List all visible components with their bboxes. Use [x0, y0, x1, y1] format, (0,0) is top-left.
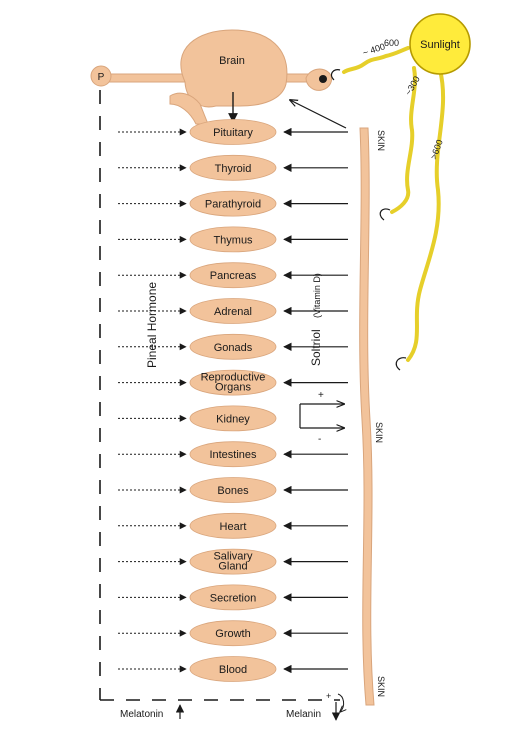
organ-label: Pancreas	[210, 270, 257, 282]
sunlight-label: Sunlight	[420, 39, 460, 51]
organ-oval	[189, 656, 277, 682]
brain	[90, 29, 333, 125]
organ-label: Thymus	[213, 234, 253, 246]
organ-row: Blood	[118, 656, 348, 682]
sunlight-to-eye-arrow	[290, 100, 347, 129]
organ-oval	[189, 512, 277, 539]
organ-oval	[189, 262, 277, 289]
kidney-plus-label: +	[318, 390, 324, 401]
kidney-minus-label: -	[318, 434, 321, 445]
organ-row: Pancreas	[118, 262, 348, 289]
pineal-p-label: P	[98, 72, 105, 83]
skin-strip	[359, 127, 375, 706]
organ-label: Bones	[217, 485, 249, 497]
organ-row: Growth	[118, 620, 348, 647]
organ-oval	[189, 548, 277, 575]
organ-row: Heart	[118, 512, 348, 539]
skin-label-top: SKIN	[376, 130, 386, 151]
melanin-feedback-arrow	[337, 693, 344, 712]
organ-oval	[189, 584, 277, 611]
organ-oval	[189, 226, 277, 253]
organ-rows: PituitaryThyroidParathyroidThymusPancrea…	[118, 119, 348, 682]
organ-row: Secretion	[118, 584, 348, 611]
organ-row: Gonads	[118, 333, 348, 360]
skin-label-middle: SKIN	[374, 422, 384, 443]
organ-label: Thyroid	[215, 163, 252, 175]
brain-label: Brain	[219, 55, 245, 67]
organ-oval	[189, 620, 277, 647]
organ-oval	[189, 405, 277, 432]
melanin-plus-label: +	[326, 691, 331, 701]
wavelength-600: 600	[384, 38, 399, 48]
organ-row: Thymus	[118, 226, 348, 253]
organ-row: Bones	[118, 477, 348, 503]
sunlight-rays	[330, 13, 471, 371]
organ-label: Heart	[220, 521, 247, 533]
ray-300	[390, 66, 417, 214]
organ-row: Pituitary	[118, 119, 348, 145]
eye-pupil	[319, 75, 327, 83]
wavelength-300: ~300	[403, 74, 422, 97]
organ-label: Parathyroid	[205, 199, 261, 211]
ray-600-hook	[395, 357, 407, 371]
ray-600	[406, 68, 446, 362]
organ-row: Thyroid	[118, 154, 348, 181]
organ-label: Pituitary	[213, 127, 253, 139]
organ-oval	[189, 441, 277, 468]
ray-400	[342, 46, 410, 74]
vitamin-d-label: (Vitamin D)	[312, 273, 322, 318]
melanin-label: Melanin	[286, 709, 321, 720]
organ-row: Kidney	[118, 405, 277, 432]
organ-oval	[189, 190, 277, 217]
organ-label: Intestines	[209, 449, 257, 461]
organ-oval	[189, 369, 277, 396]
organ-row: Adrenal	[118, 298, 348, 324]
organ-oval	[189, 298, 277, 324]
brain-shape	[180, 29, 288, 108]
melatonin-label: Melatonin	[120, 709, 163, 720]
skin-label-bottom: SKIN	[376, 676, 386, 697]
wavelength-gt600: >600	[428, 138, 444, 160]
organ-label: Gonads	[214, 342, 253, 354]
organ-label: Secretion	[210, 592, 256, 604]
pineal-p-node	[90, 65, 112, 87]
soltriol-label: Soltriol	[309, 329, 323, 366]
organ-label: Adrenal	[214, 306, 252, 318]
organ-oval	[189, 477, 277, 503]
organ-row: Parathyroid	[118, 190, 348, 217]
ray-400-hook	[330, 69, 341, 81]
organ-label: Blood	[219, 664, 247, 676]
sun	[409, 13, 471, 75]
organ-oval	[189, 154, 277, 181]
organ-label: Kidney	[216, 413, 250, 425]
ray-300-hook	[379, 208, 391, 221]
organ-label: Growth	[215, 628, 250, 640]
organ-oval	[189, 333, 277, 360]
pineal-hormone-label: Pineal Hormone	[145, 282, 159, 368]
eye	[305, 68, 333, 91]
organ-row: Intestines	[118, 441, 348, 468]
kidney-feedback	[299, 404, 344, 428]
organ-oval	[189, 119, 277, 145]
